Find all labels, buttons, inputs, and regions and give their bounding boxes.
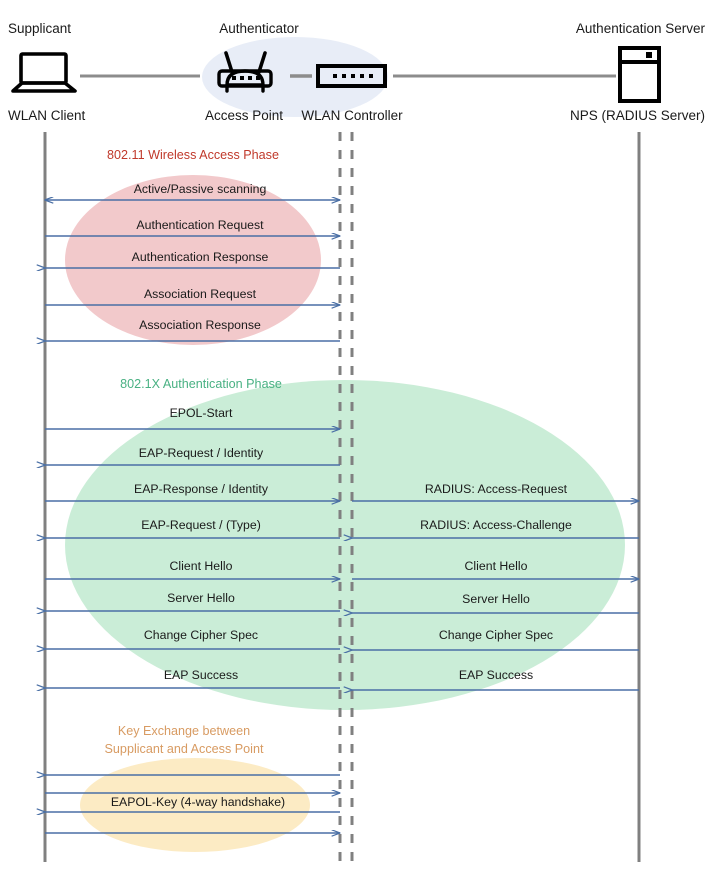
- message-epol-start: EPOL-Start: [45, 406, 340, 429]
- message-eap-response-identity: EAP-Response / Identity: [45, 482, 340, 501]
- message-eap-success-right: EAP Success: [352, 668, 639, 690]
- message-radius-access-request: RADIUS: Access-Request: [352, 482, 639, 501]
- phase-label-dot1x: 802.1X Authentication Phase: [120, 377, 282, 391]
- message-association-request: Association Request: [45, 287, 340, 305]
- message-eap-request-type: EAP-Request / (Type): [45, 518, 340, 538]
- message-authentication-request: Authentication Request: [45, 218, 340, 236]
- message-change-cipher-spec-right: Change Cipher Spec: [352, 628, 639, 650]
- message-label: EAP Success: [459, 668, 533, 682]
- message-label: Association Response: [139, 318, 261, 332]
- role-title-auth-server: Authentication Server: [576, 21, 706, 36]
- phase-ellipse-dot1x: [65, 380, 625, 710]
- message-server-hello-right: Server Hello: [352, 592, 639, 613]
- message-label: Client Hello: [170, 559, 233, 573]
- message-label: EAP-Request / (Type): [141, 518, 261, 532]
- message-active-passive-scanning: Active/Passive scanning: [45, 182, 340, 200]
- message-label: RADIUS: Access-Request: [425, 482, 568, 496]
- message-radius-access-challenge: RADIUS: Access-Challenge: [352, 518, 639, 538]
- node-label-nps: NPS (RADIUS Server): [570, 108, 705, 123]
- server-rack-icon: [618, 46, 661, 103]
- phase-label-key-exchange-line2: Supplicant and Access Point: [105, 742, 264, 756]
- message-client-hello-left: Client Hello: [45, 559, 340, 579]
- message-label: Change Cipher Spec: [439, 628, 553, 642]
- laptop-icon: [11, 52, 77, 93]
- message-label: Active/Passive scanning: [134, 182, 267, 196]
- message-label: Authentication Request: [136, 218, 264, 232]
- phase-label-key-exchange-line1: Key Exchange between: [118, 724, 250, 738]
- message-label: EAP-Response / Identity: [134, 482, 269, 496]
- node-label-wlan-client: WLAN Client: [8, 108, 86, 123]
- message-label: Server Hello: [462, 592, 530, 606]
- wireless-router-icon: [217, 51, 273, 93]
- phase-ellipse-key-exchange: [80, 758, 310, 852]
- message-label: Server Hello: [167, 591, 235, 605]
- wireless-router-leds: [232, 76, 260, 80]
- message-eapol-key-4way-handshake: EAPOL-Key (4-way handshake): [45, 795, 340, 812]
- message-authentication-response: Authentication Response: [45, 250, 340, 268]
- phase-label-wireless-access: 802.11 Wireless Access Phase: [107, 148, 279, 162]
- message-eap-success-left: EAP Success: [45, 668, 340, 688]
- message-label: EAP-Request / Identity: [139, 446, 264, 460]
- message-association-response: Association Response: [45, 318, 340, 341]
- role-title-supplicant: Supplicant: [8, 21, 71, 36]
- message-label: Client Hello: [465, 559, 528, 573]
- message-label: Change Cipher Spec: [144, 628, 258, 642]
- message-server-hello-left: Server Hello: [45, 591, 340, 611]
- message-label: RADIUS: Access-Challenge: [420, 518, 572, 532]
- message-label: Authentication Response: [132, 250, 269, 264]
- message-label: EAPOL-Key (4-way handshake): [111, 795, 285, 809]
- message-client-hello-right: Client Hello: [352, 559, 639, 579]
- message-eap-request-identity: EAP-Request / Identity: [45, 446, 340, 465]
- message-label: Association Request: [144, 287, 257, 301]
- message-label: EPOL-Start: [170, 406, 233, 420]
- network-switch-icon: [316, 64, 387, 88]
- role-title-authenticator: Authenticator: [219, 21, 299, 36]
- message-label: EAP Success: [164, 668, 238, 682]
- node-label-access-point: Access Point: [205, 108, 283, 123]
- message-change-cipher-spec-left: Change Cipher Spec: [45, 628, 340, 649]
- node-label-wlan-controller: WLAN Controller: [301, 108, 403, 123]
- phase-ellipse-wireless-access: [65, 175, 321, 345]
